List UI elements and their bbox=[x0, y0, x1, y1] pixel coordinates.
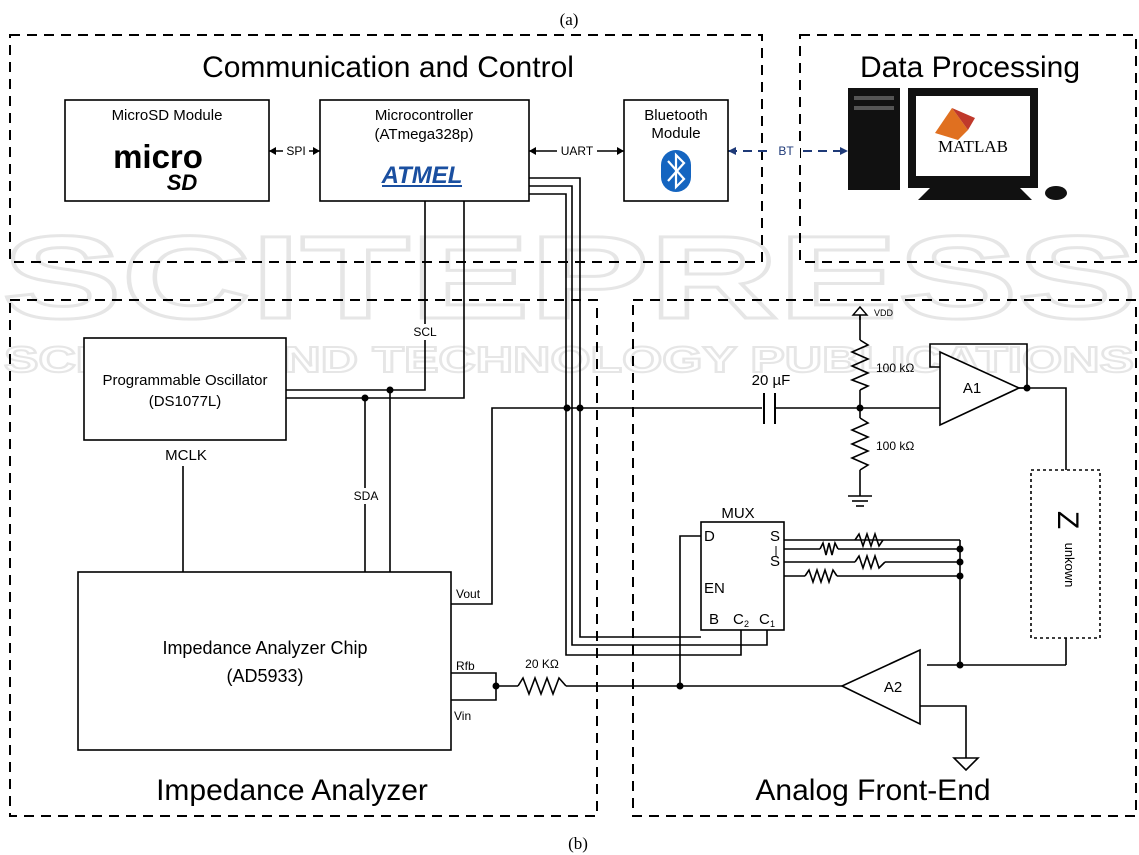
resistor-top bbox=[849, 339, 870, 391]
mux-c1-sub: 1 bbox=[770, 619, 775, 629]
mux-c1-label: C bbox=[759, 611, 770, 628]
spi-label: SPI bbox=[286, 144, 305, 158]
mux-s2-label: S bbox=[770, 553, 780, 570]
opamp-a1 bbox=[939, 350, 1021, 427]
mux-c2-sub: 2 bbox=[744, 619, 749, 629]
resistor-mux-4 bbox=[804, 567, 838, 585]
resistor-mux-3 bbox=[854, 553, 886, 571]
a1-label: A1 bbox=[963, 380, 981, 397]
mux-block: MUX bbox=[700, 505, 785, 631]
microsd-module: MicroSD Module micro SD bbox=[64, 99, 270, 202]
microsd-logo-bottom: SD bbox=[167, 170, 198, 195]
microcontroller-block: Microcontroller (ATmega328p) ATMEL bbox=[319, 99, 530, 202]
bt-title-line2: Module bbox=[651, 125, 700, 142]
mux-en-label: EN bbox=[704, 580, 725, 597]
caption-bottom: (b) bbox=[568, 834, 588, 853]
oscillator-block: Programmable Oscillator (DS1077L) bbox=[83, 337, 287, 441]
r-fb-label: 20 KΩ bbox=[525, 657, 559, 671]
matlab-label: MATLAB bbox=[938, 137, 1008, 156]
bt-link-label: BT bbox=[778, 144, 794, 158]
computer-icon: MATLAB bbox=[848, 88, 1067, 200]
z-unknown-main: Z bbox=[1051, 511, 1084, 529]
section-data-title: Data Processing bbox=[860, 51, 1080, 84]
microsd-title: MicroSD Module bbox=[112, 107, 223, 124]
uart-label: UART bbox=[561, 144, 594, 158]
chip-subtitle: (AD5933) bbox=[226, 666, 303, 686]
r-bottom-label: 100 kΩ bbox=[876, 439, 914, 453]
resistor-mux-2 bbox=[819, 540, 839, 556]
mux-s1-label: S bbox=[770, 528, 780, 545]
osc-subtitle: (DS1077L) bbox=[149, 393, 222, 410]
scl-label: SCL bbox=[413, 325, 437, 339]
impedance-chip-block: Impedance Analyzer Chip (AD5933) bbox=[77, 571, 452, 751]
osc-title: Programmable Oscillator bbox=[102, 372, 267, 389]
mclk-label: MCLK bbox=[165, 447, 207, 464]
section-afe-title: Analog Front-End bbox=[755, 774, 990, 807]
bluetooth-icon bbox=[661, 150, 691, 192]
resistor-mux-1 bbox=[854, 531, 884, 549]
vdd-label: VDD bbox=[874, 308, 894, 318]
cap-label: 20 µF bbox=[752, 372, 791, 389]
mux-b-label: B bbox=[709, 611, 719, 628]
resistor-feedback bbox=[517, 675, 567, 697]
resistor-bottom bbox=[850, 417, 870, 471]
vout-label: Vout bbox=[456, 587, 481, 601]
section-imp-frame bbox=[9, 299, 598, 817]
rfb-label: Rfb bbox=[456, 659, 475, 673]
caption-top: (a) bbox=[560, 10, 579, 29]
z-unknown-block: Z unkown bbox=[1030, 469, 1101, 639]
watermark-main: SCITEPRESS bbox=[2, 212, 1137, 344]
atmel-logo: ATMEL bbox=[381, 162, 463, 189]
mux-c2-label: C bbox=[733, 611, 744, 628]
mcu-subtitle: (ATmega328p) bbox=[375, 126, 474, 143]
bluetooth-module: Bluetooth Module bbox=[623, 99, 729, 202]
mux-d-label: D bbox=[704, 528, 715, 545]
section-comm-frame bbox=[9, 34, 763, 263]
section-comm-title: Communication and Control bbox=[202, 51, 574, 84]
z-unknown-sub: unkown bbox=[1062, 543, 1077, 588]
chip-title: Impedance Analyzer Chip bbox=[162, 638, 367, 658]
r-top-label: 100 kΩ bbox=[876, 361, 914, 375]
section-imp-title: Impedance Analyzer bbox=[156, 774, 428, 807]
a2-label: A2 bbox=[884, 679, 902, 696]
mcu-title: Microcontroller bbox=[375, 107, 473, 124]
bt-title-line1: Bluetooth bbox=[644, 107, 707, 124]
capacitor bbox=[763, 392, 776, 426]
mux-title: MUX bbox=[721, 505, 754, 522]
vin-label: Vin bbox=[454, 709, 471, 723]
opamp-a2 bbox=[840, 648, 921, 726]
microsd-logo-top: micro bbox=[113, 138, 203, 175]
sda-label: SDA bbox=[354, 489, 379, 503]
